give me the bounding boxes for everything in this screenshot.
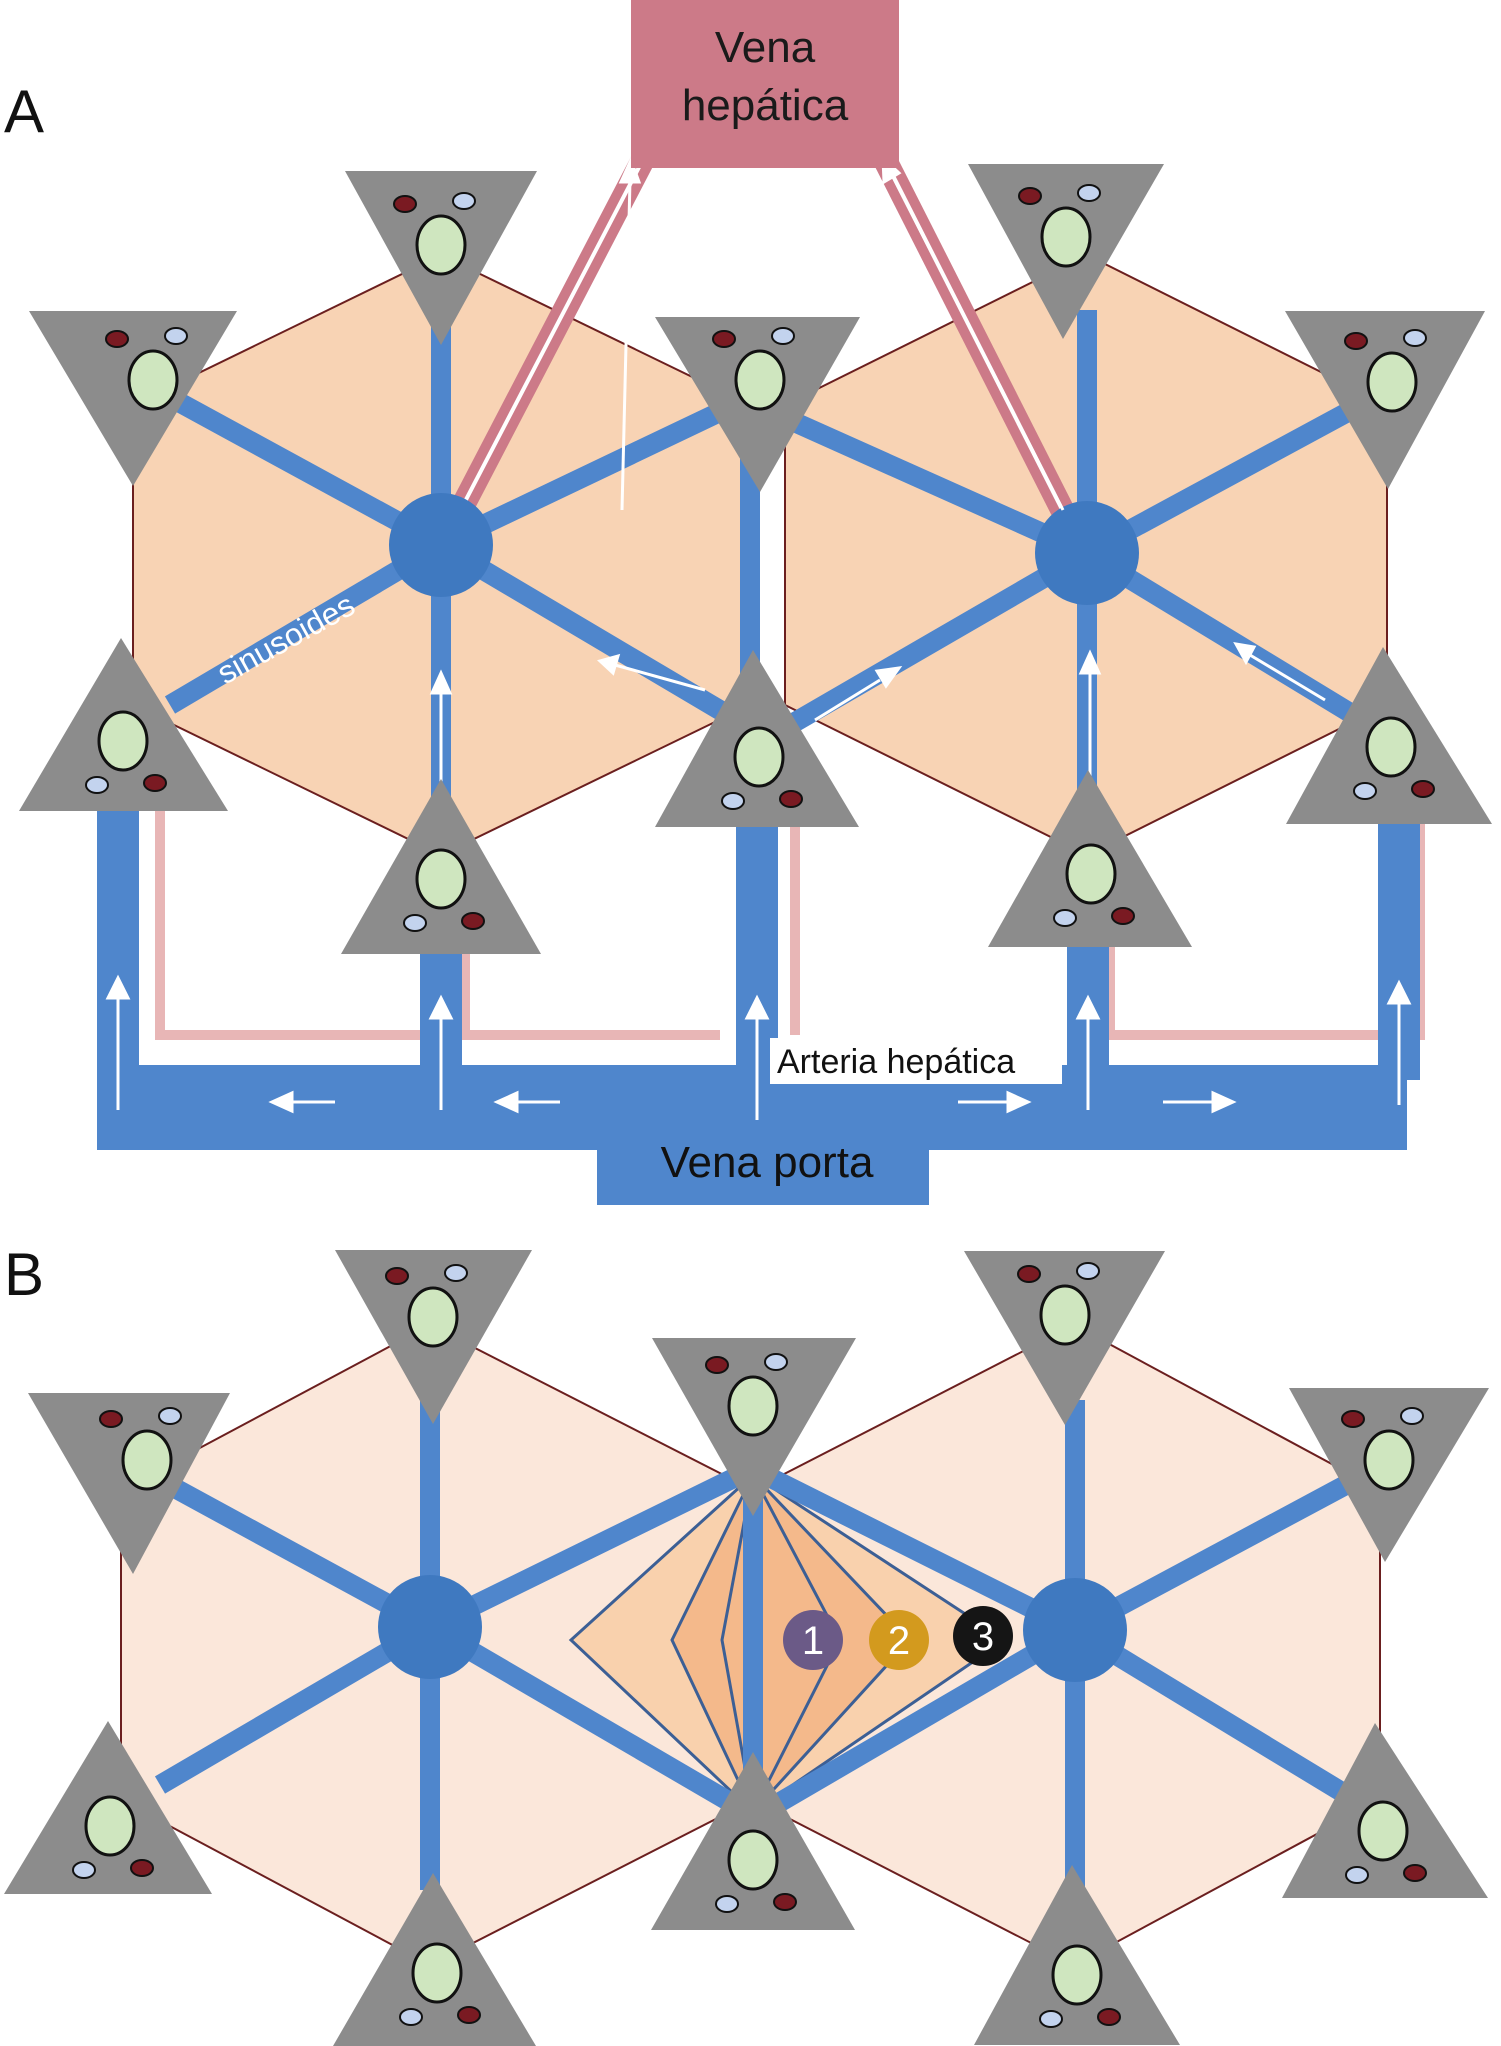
panel-b-label: B xyxy=(4,1241,44,1308)
zone-3-label: 3 xyxy=(972,1615,994,1659)
panel-b: 1 2 3 xyxy=(4,1241,1489,2046)
portal-triad xyxy=(4,1721,212,1894)
zone-markers: 1 2 3 xyxy=(783,1606,1013,1670)
hepatic-vein-label-line2: hepática xyxy=(682,81,849,130)
portal-triad xyxy=(333,1873,536,2046)
central-vein-right xyxy=(1035,501,1139,605)
panel-a: Vena hepática A sinusoides Arteria hepát… xyxy=(4,0,1492,1205)
zone-2-marker xyxy=(869,1610,929,1670)
portal-triad xyxy=(1286,647,1492,824)
sinusoids-right xyxy=(740,310,1376,820)
portal-triad xyxy=(964,1251,1165,1425)
portal-triad xyxy=(28,1393,230,1574)
portal-triad xyxy=(29,311,237,486)
portal-triad xyxy=(652,1338,856,1516)
portal-triad xyxy=(1285,311,1485,489)
zone-1-marker xyxy=(783,1610,843,1670)
portal-triad xyxy=(1282,1723,1488,1898)
portal-triad xyxy=(974,1865,1180,2045)
hepatic-vein-label-line1: Vena xyxy=(715,23,816,72)
portal-triad xyxy=(655,650,859,827)
hepatic-artery-label-bg xyxy=(770,1038,1062,1084)
zone-1-label: 1 xyxy=(802,1619,824,1663)
portal-triad xyxy=(655,317,860,492)
portal-triads-a xyxy=(19,164,1492,954)
panel-a-label: A xyxy=(4,78,44,145)
central-vein-left xyxy=(389,493,493,597)
portal-triad xyxy=(968,164,1164,339)
central-vein-b-left xyxy=(378,1575,482,1679)
portal-triad xyxy=(988,770,1192,947)
portal-triad xyxy=(341,779,541,954)
flow-arrows xyxy=(105,154,1412,1120)
portal-triads-b xyxy=(4,1250,1489,2046)
zone-2-label: 2 xyxy=(888,1619,910,1663)
central-vein-b-right xyxy=(1023,1578,1127,1682)
hepatic-artery-label: Arteria hepática xyxy=(777,1043,1015,1081)
portal-triad xyxy=(335,1250,532,1424)
portal-triad xyxy=(1289,1388,1489,1562)
zone-3-marker xyxy=(953,1606,1013,1666)
portal-vein-label: Vena porta xyxy=(661,1138,874,1187)
hepatic-vein-box xyxy=(631,0,899,168)
hepatic-artery xyxy=(155,795,1425,1040)
portal-triad xyxy=(345,171,537,345)
portal-triad xyxy=(19,638,228,811)
portal-triad xyxy=(651,1752,855,1930)
